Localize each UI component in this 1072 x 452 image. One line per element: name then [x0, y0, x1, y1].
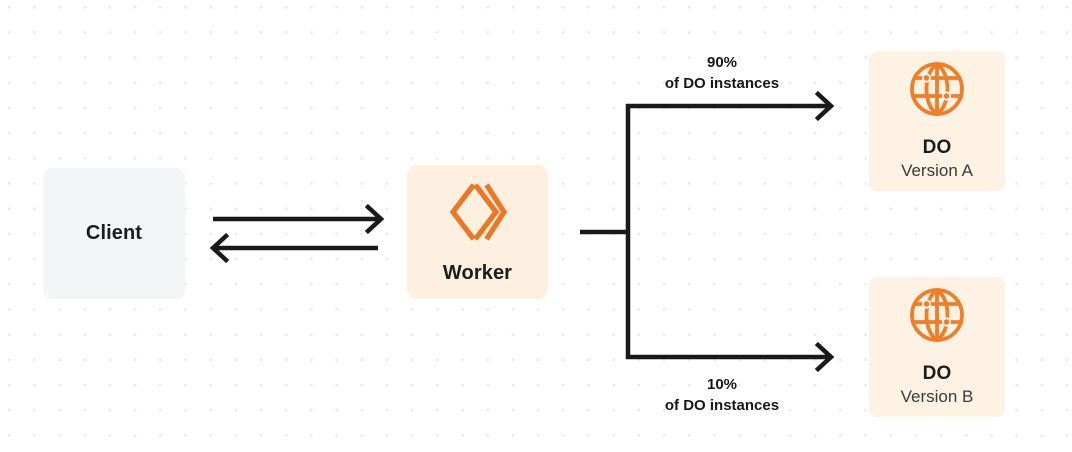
- node-client: Client: [43, 168, 185, 299]
- flow-bottom-description: of DO instances: [664, 397, 780, 415]
- flow-label-bottom: 10% of DO instances: [632, 374, 812, 417]
- flow-bottom-percent: 10%: [706, 376, 738, 393]
- node-do-version-a: DO Version A: [869, 51, 1005, 191]
- arrow-worker-to-client: [209, 232, 378, 264]
- arrow-branch-to-do-a: [626, 90, 835, 122]
- flow-label-top: 90% of DO instances: [632, 52, 812, 95]
- node-worker-label: Worker: [442, 262, 513, 284]
- node-do-a-version: Version A: [901, 160, 973, 180]
- node-client-label: Client: [85, 222, 143, 244]
- flow-top-percent: 90%: [706, 54, 738, 71]
- node-do-b-label: DO: [922, 363, 952, 385]
- node-do-version-b: DO Version B: [869, 277, 1005, 417]
- node-do-a-label: DO: [922, 137, 952, 159]
- cloudflare-workers-icon: [447, 181, 509, 248]
- node-do-b-version: Version B: [900, 386, 974, 406]
- node-worker: Worker: [407, 165, 548, 299]
- durable-object-globe-icon: [908, 286, 966, 349]
- arrow-branch-to-do-b: [626, 341, 835, 373]
- arrow-client-to-worker: [213, 203, 385, 235]
- durable-object-globe-icon: [908, 60, 966, 123]
- flow-top-description: of DO instances: [664, 75, 780, 93]
